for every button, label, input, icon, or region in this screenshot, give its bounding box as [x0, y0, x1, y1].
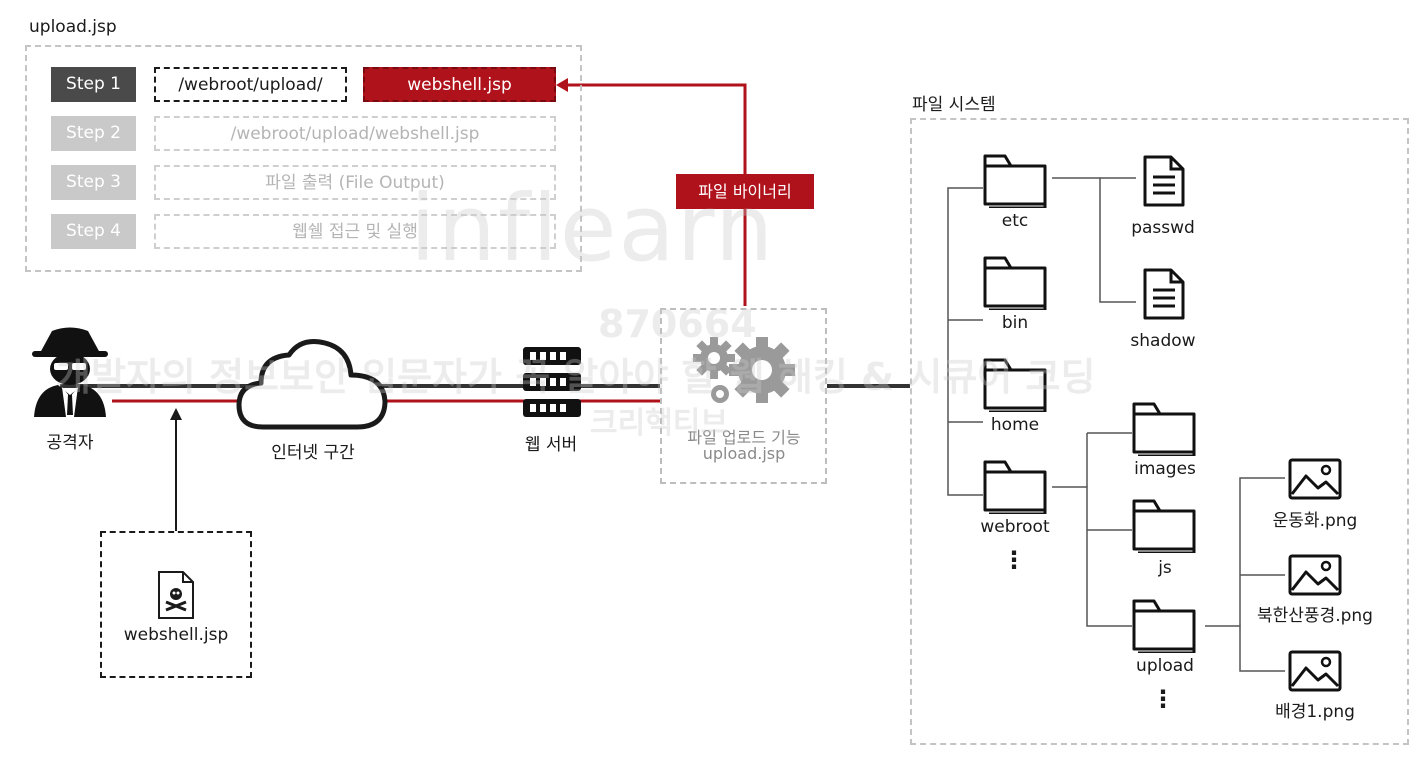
dir-home-label: home: [990, 415, 1040, 435]
malicious-file-icon: [158, 571, 194, 619]
image-icon-bukhansan[interactable]: [1288, 554, 1342, 596]
image-background-label: 배경1.png: [1275, 702, 1355, 722]
upload-feature-file: upload.jsp: [702, 444, 786, 463]
dir-images-label: images: [1134, 459, 1196, 479]
internet-label: 인터넷 구간: [271, 443, 355, 463]
cloud-icon: [236, 339, 388, 430]
file-passwd-label: passwd: [1131, 218, 1195, 238]
step-3-field: 파일 출력 (File Output): [154, 165, 556, 200]
folder-icon-home[interactable]: [983, 356, 1049, 412]
step-3-button[interactable]: Step 3: [51, 165, 136, 200]
upload-panel-title: upload.jsp: [29, 17, 117, 37]
upload-panel: [25, 45, 582, 272]
step-1-filename-field: webshell.jsp: [363, 67, 556, 102]
upload-arrowhead: [556, 78, 568, 92]
filesystem-tree-lines: [947, 177, 1285, 672]
dir-etc-label: etc: [1001, 211, 1029, 231]
attacker-icon: [32, 327, 108, 417]
folder-icon-etc[interactable]: [983, 152, 1049, 208]
payload-box: [100, 531, 252, 678]
step-2-field: /webroot/upload/webshell.jsp: [154, 116, 556, 151]
step-2-button[interactable]: Step 2: [51, 116, 136, 151]
folder-icon-images[interactable]: [1132, 400, 1198, 456]
step-4-field: 웹쉘 접근 및 실행: [154, 214, 556, 249]
step-1-button[interactable]: Step 1: [51, 67, 136, 102]
folder-icon-upload[interactable]: [1132, 597, 1198, 653]
payload-arrowhead: [170, 408, 182, 420]
folder-icon-js[interactable]: [1132, 497, 1198, 553]
folder-icon-webroot[interactable]: [983, 458, 1049, 514]
dir-upload-label: upload: [1136, 656, 1194, 676]
step-4-button[interactable]: Step 4: [51, 214, 136, 249]
filesystem-panel: [910, 118, 1409, 745]
file-icon-passwd[interactable]: [1143, 155, 1185, 207]
image-sneakers-label: 운동화.png: [1272, 511, 1358, 531]
dir-bin-label: bin: [1001, 313, 1029, 333]
server-icon: [523, 347, 581, 417]
folder-icon-bin[interactable]: [983, 254, 1049, 310]
image-icon-sneakers[interactable]: [1288, 458, 1342, 500]
root-more-indicator: ⋮: [1002, 546, 1026, 574]
dir-js-label: js: [1158, 558, 1172, 578]
image-bukhansan-label: 북한산풍경.png: [1257, 606, 1373, 626]
step-1-path-field: /webroot/upload/: [154, 67, 347, 102]
dir-webroot-label: webroot: [980, 517, 1050, 537]
attacker-label: 공격자: [46, 433, 94, 453]
gears-icon: [693, 337, 795, 403]
upload-arrow-path: [566, 83, 747, 306]
web-server-label: 웹 서버: [524, 435, 578, 455]
filesystem-title: 파일 시스템: [912, 95, 996, 115]
payload-filename: webshell.jsp: [123, 625, 229, 645]
upload-feature-label: 파일 업로드 기능: [687, 428, 801, 447]
file-shadow-label: shadow: [1130, 331, 1196, 351]
file-icon-shadow[interactable]: [1143, 268, 1185, 320]
webroot-more-indicator: ⋮: [1151, 685, 1175, 713]
image-icon-background[interactable]: [1288, 650, 1342, 692]
file-binary-label: 파일 바이너리: [676, 174, 814, 209]
